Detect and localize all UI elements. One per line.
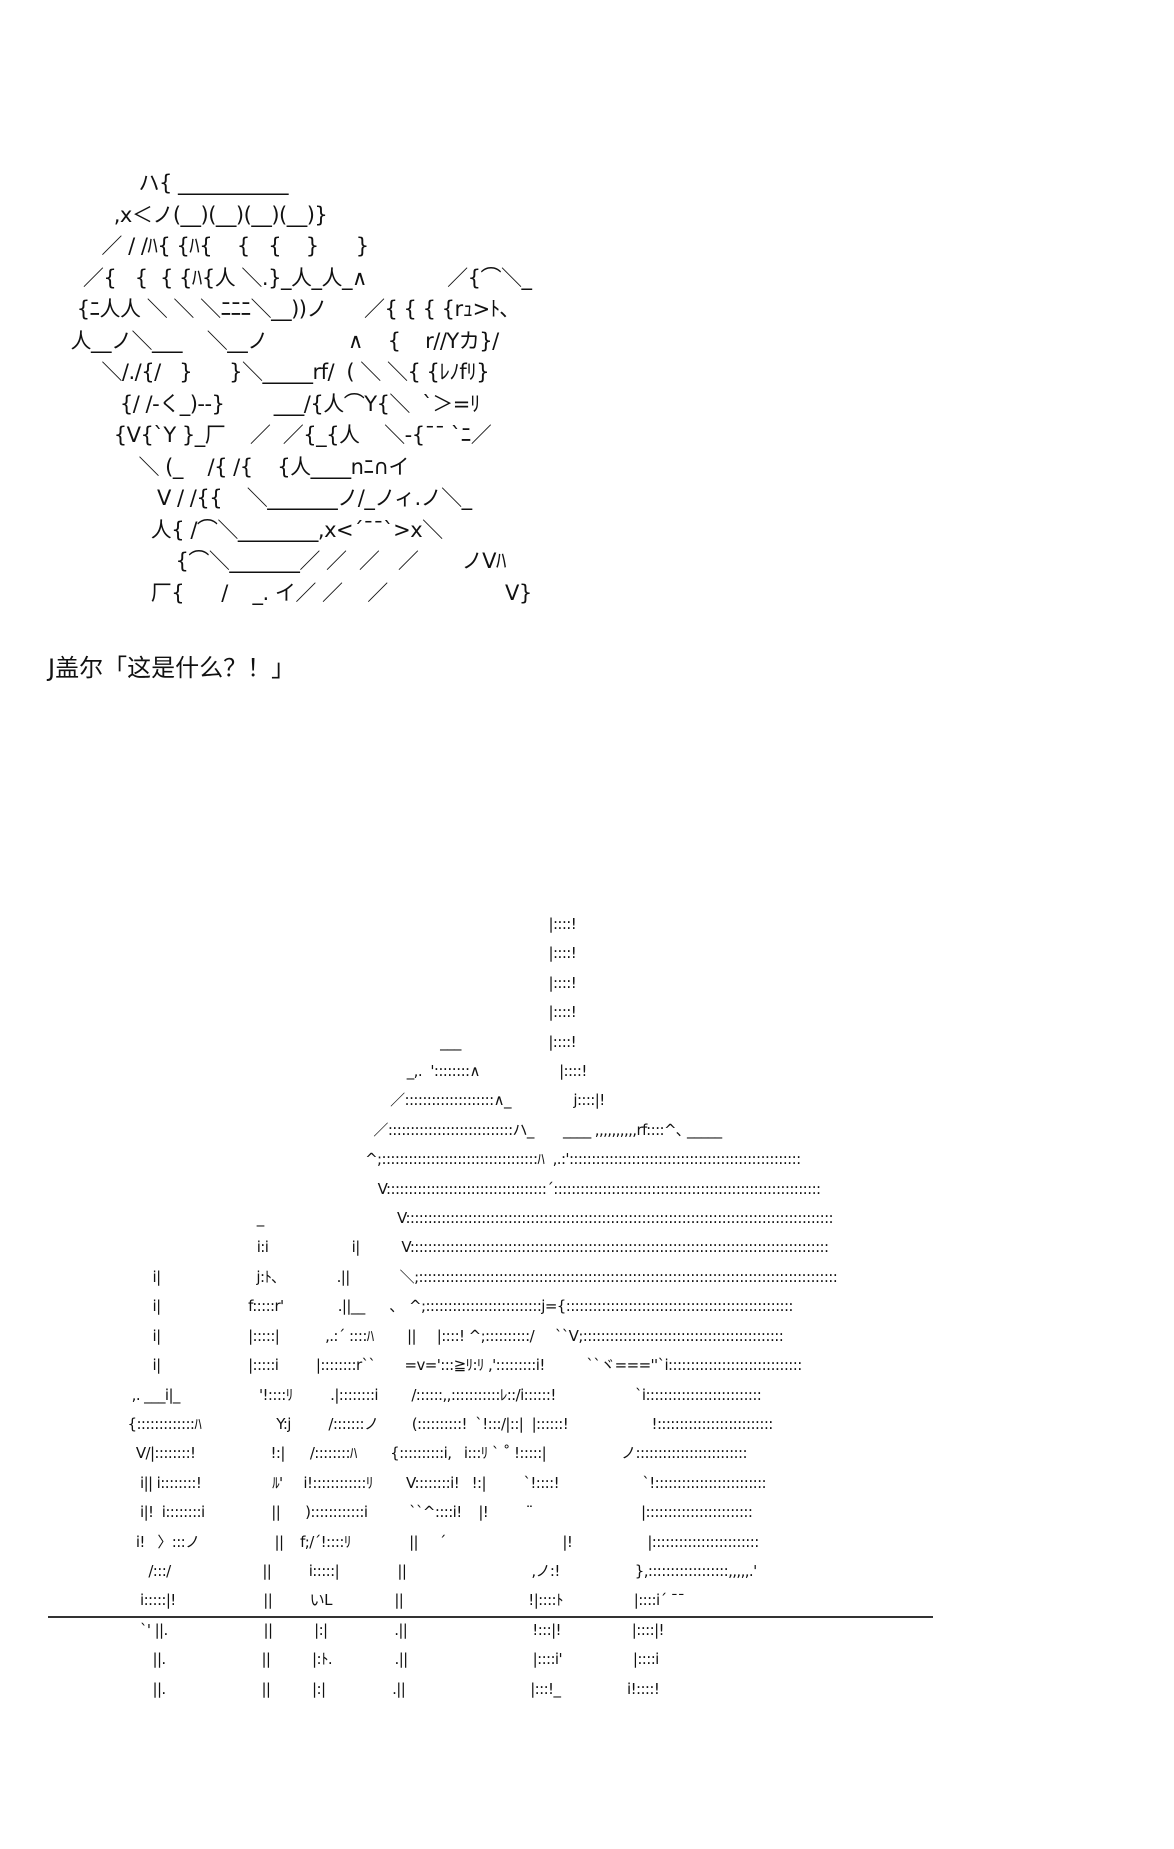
art-bottom-line: ,. ___i|_ '!::::ﾘ .|::::::::i /::::::,,:… [90, 1385, 762, 1404]
art-bottom-line: i:::::|! || いL || !|::::ﾄ |::::i´ ¯¯ [90, 1591, 685, 1610]
dialogue-text: J盖尔「这是什么？！」 [48, 654, 296, 682]
art-bottom-line: i| |:::::| ,.:´ ::::ﾊ || |::::! ^;::::::… [90, 1326, 784, 1345]
ground-line [48, 1616, 933, 1618]
art-bottom-line: |::::! [90, 944, 577, 963]
art-bottom-line: i| |:::::i |::::::::r`` =v=':::≧ﾘ:ﾘ ,'::… [90, 1356, 803, 1375]
art-bottom-line: i! 〉:::ノ || f;/´!::::ﾘ || ´ |! |::::::::… [90, 1532, 759, 1551]
art-bottom-line: _ V:::::::::::::::::::::::::::::::::::::… [90, 1209, 834, 1228]
art-top-line: V / /{{ ＼_______ノ/_ノィ.ノ＼_ [52, 486, 472, 510]
art-top-line: {ﾆ人人 ＼ ＼ ＼ﾆﾆﾆ＼__))ノ ／{ { { {rｭ>ﾄ､ [52, 297, 511, 321]
art-top-line: ／{ { { {ﾊ{人 ＼.}_人_人_∧ ／{⌒＼_ [52, 265, 532, 290]
art-bottom-line: i| f:::::r' .||__ ､ ^;::::::::::::::::::… [90, 1297, 794, 1316]
art-top-line: 厂{ / _. イ／ ／ ／ V} [52, 580, 532, 605]
ascii-art-bottom: |::::! |::::! [90, 910, 838, 1704]
art-bottom-line: ||. || |:| .|| |:::!_ i!::::! [90, 1679, 660, 1698]
art-top-line: ／ / /ﾊ{ {ﾊ{ { { } } [52, 234, 369, 258]
art-top-line: ＼ (_ /{ /{ {人____nﾆ∩イ [52, 454, 409, 479]
art-bottom-line: |::::! [90, 973, 577, 992]
art-top-line: ,x＜ノ(__)(__)(__)(__)} [52, 202, 328, 227]
art-bottom-line: _,. '::::::::∧ |::::! [90, 1062, 588, 1081]
art-bottom-line: /:::/ || i:::::| || ,ノ:! },:::::::::::::… [90, 1561, 757, 1580]
art-top-line: ハ{ ___________ [52, 171, 288, 195]
art-bottom-line: i|! i::::::::i || )::::::::::::i ``^::::… [90, 1503, 753, 1522]
art-bottom-line: `' ||. || |:| .|| !:::|! |::::|! [90, 1620, 665, 1639]
art-top-line: 人__ノ＼___ ＼__ノ ∧ { r//Yカ}/ [52, 328, 500, 353]
art-bottom-line: i| j:ﾄ､ .|| ＼;::::::::::::::::::::::::::… [90, 1267, 838, 1286]
art-bottom-line: ^;:::::::::::::::::::::::::::::::::::ﾊ ,… [90, 1150, 801, 1169]
art-top-line: 人{ /⌒＼________,x<´¯¯`>x＼ [52, 517, 443, 542]
art-bottom-line: ||. || |:ﾄ. .|| |::::i' |::::i [90, 1650, 660, 1669]
art-bottom-line: V::::::::::::::::::::::::::::::::::::´::… [90, 1179, 822, 1198]
art-top-line: {V{`Y }_厂 ／ ／{_{人 ＼‐{¯¯ `ﾆ／ [52, 423, 492, 447]
art-bottom-line: i:i i| V::::::::::::::::::::::::::::::::… [90, 1238, 829, 1257]
art-bottom-line: ___ |::::! [90, 1032, 577, 1051]
art-bottom-line: V/|::::::::! !:| /::::::::ﾊ {::::::::::i… [90, 1444, 748, 1463]
art-bottom-line: ／::::::::::::::::::::::::::::ハ_ ____ ,,,… [90, 1120, 722, 1139]
art-bottom-line: |::::! [90, 1003, 577, 1022]
art-bottom-line: {:::::::::::::ﾊ Y:j /:::::::ノ (:::::::::… [90, 1414, 774, 1433]
art-top-line: {⌒＼_______／ ／ ／ ／ ノVﾊ [52, 549, 507, 573]
art-bottom-line: ／::::::::::::::::::::∧_ j::::|! [90, 1091, 605, 1110]
art-bottom-line: |::::! [90, 915, 577, 933]
art-top-line: ＼/./{/ } }＼_____rf/ ( ＼ ＼{ {ﾚﾉfﾘ} [52, 360, 490, 384]
art-top-line: {/ /‐く_)‐‐} ___/{人⌒Y{＼ `＞=ﾘ [52, 391, 480, 416]
art-bottom-line: i|| i::::::::! ﾙ' i!::::::::::::ﾘ V:::::… [90, 1473, 767, 1492]
ascii-art-top: ハ{ ___________ ,x＜ノ(__)(__)(__)(__)} ／ /… [52, 168, 533, 609]
